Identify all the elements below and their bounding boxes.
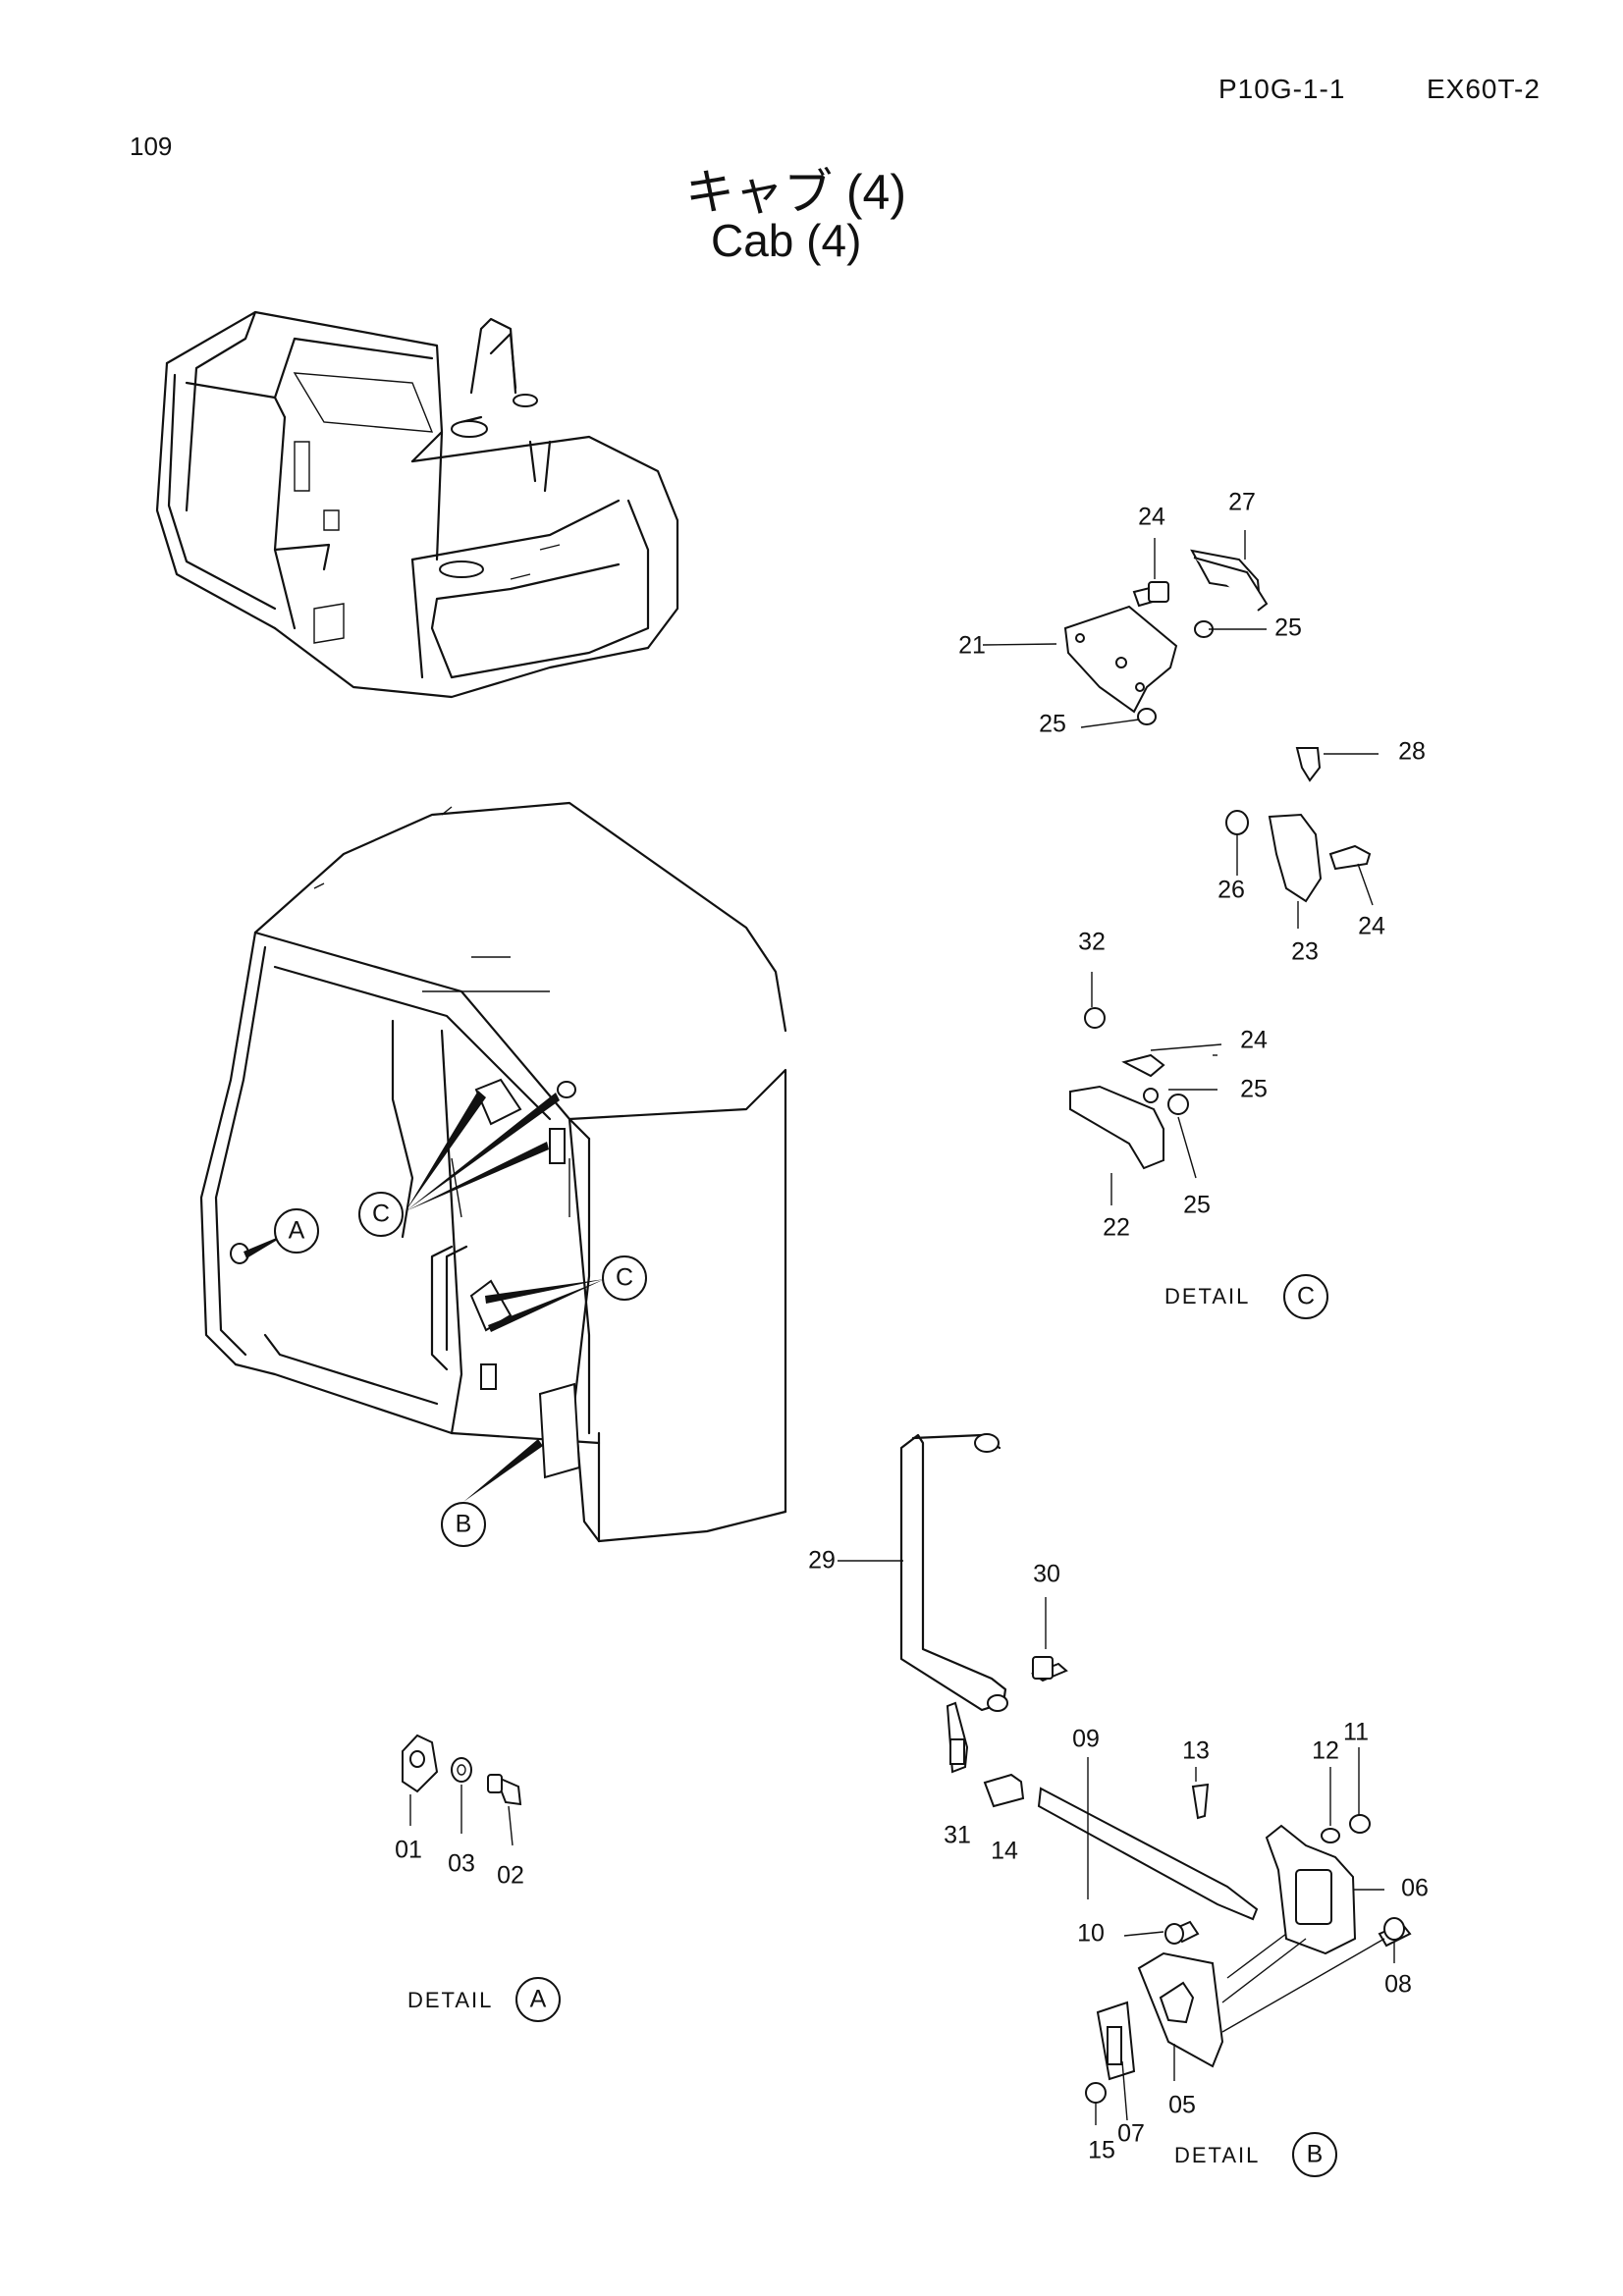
part-number-03: 03 bbox=[448, 1849, 475, 1878]
part-number-12: 12 bbox=[1312, 1736, 1339, 1765]
part-number-22: 22 bbox=[1103, 1213, 1130, 1242]
part-number-01: 01 bbox=[395, 1836, 422, 1864]
callout-a-circle bbox=[515, 1977, 561, 2022]
detail-c-parts bbox=[1063, 549, 1372, 1170]
part-number-11: 11 bbox=[1343, 1718, 1369, 1746]
part-number-09: 09 bbox=[1072, 1725, 1100, 1753]
part-number-21: 21 bbox=[958, 631, 986, 660]
part-number-14: 14 bbox=[991, 1837, 1018, 1865]
part-number-08: 08 bbox=[1384, 1970, 1412, 1999]
detail-a-leaders bbox=[409, 1785, 514, 1846]
detail-c-caption: DETAIL bbox=[1164, 1284, 1251, 1308]
part-number-27: 27 bbox=[1228, 488, 1256, 516]
title-japanese: キャブ (4) bbox=[685, 165, 906, 220]
part-number-02: 02 bbox=[497, 1861, 524, 1890]
detail-a-caption: DETAIL bbox=[407, 1988, 494, 2012]
part-number-25: 25 bbox=[1183, 1191, 1211, 1219]
part-number-24: 24 bbox=[1358, 912, 1385, 940]
part-number-24: 24 bbox=[1240, 1026, 1268, 1054]
callout-c-circle bbox=[358, 1192, 404, 1237]
cab-illustration bbox=[199, 801, 787, 1543]
part-number-05: 05 bbox=[1168, 2091, 1196, 2119]
callout-a-letter: A bbox=[529, 1985, 547, 2013]
callout-b-letter: B bbox=[1306, 2140, 1324, 2168]
callout-c-letter: C bbox=[1296, 1282, 1316, 1310]
detail-b-parts bbox=[899, 1433, 1412, 2104]
model-number: EX60T-2 bbox=[1427, 74, 1541, 104]
part-number-25: 25 bbox=[1240, 1075, 1268, 1103]
callout-b-circle bbox=[441, 1502, 486, 1547]
title-english: Cab (4) bbox=[711, 215, 862, 266]
detail-b-leaders bbox=[838, 1560, 1395, 2125]
part-number-15: 15 bbox=[1088, 2136, 1115, 2164]
part-number-31: 31 bbox=[944, 1821, 971, 1849]
detail-a-parts bbox=[402, 1734, 522, 1806]
part-number-32: 32 bbox=[1078, 928, 1106, 956]
callout-c-letter: C bbox=[615, 1263, 634, 1292]
detail-c-leaders bbox=[982, 530, 1379, 1205]
part-number-13: 13 bbox=[1182, 1736, 1210, 1765]
detail-b-caption: DETAIL bbox=[1174, 2143, 1261, 2167]
callout-b-circle bbox=[1292, 2132, 1337, 2177]
part-number-23: 23 bbox=[1291, 937, 1319, 966]
part-number-25: 25 bbox=[1274, 614, 1302, 642]
callout-c-circle bbox=[1283, 1274, 1328, 1319]
callout-b-letter: B bbox=[455, 1510, 472, 1538]
callout-c-letter: C bbox=[371, 1200, 391, 1228]
part-number-25: 25 bbox=[1039, 710, 1066, 738]
part-number-30: 30 bbox=[1033, 1560, 1060, 1588]
part-number-24: 24 bbox=[1138, 503, 1165, 531]
part-number-28: 28 bbox=[1398, 737, 1426, 766]
callout-a-letter: A bbox=[288, 1216, 305, 1245]
cab-callout-leaders bbox=[243, 1091, 605, 1502]
part-number-10: 10 bbox=[1077, 1919, 1105, 1948]
callout-a-circle bbox=[274, 1208, 319, 1254]
page-number: 109 bbox=[130, 132, 173, 161]
part-number-26: 26 bbox=[1217, 876, 1245, 904]
machine-overview-illustration bbox=[155, 310, 679, 699]
part-number-07: 07 bbox=[1117, 2119, 1145, 2148]
section-code: P10G-1-1 bbox=[1218, 74, 1346, 104]
callout-c-circle bbox=[602, 1255, 647, 1301]
part-number-06: 06 bbox=[1401, 1874, 1429, 1902]
part-number-29: 29 bbox=[808, 1546, 836, 1575]
